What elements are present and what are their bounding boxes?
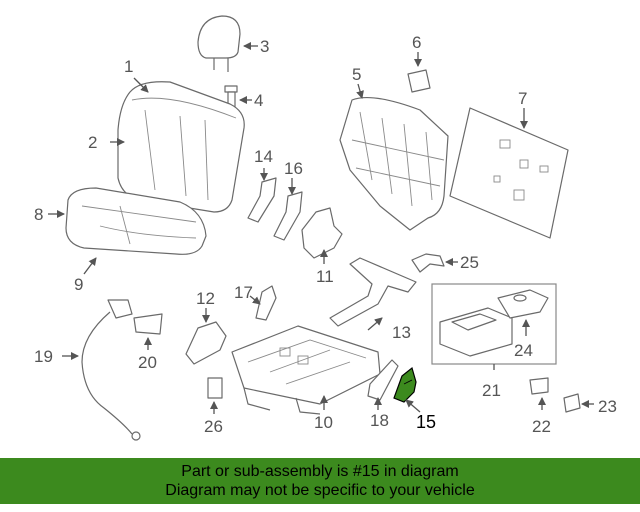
cover-12	[185, 308, 227, 365]
hook-25	[411, 253, 458, 273]
seatback	[110, 77, 245, 213]
callout-25: 25	[460, 253, 479, 272]
callout-26: 26	[204, 417, 223, 436]
callout-16: 16	[284, 159, 303, 178]
callout-9: 9	[74, 275, 83, 294]
callout-23: 23	[598, 397, 617, 416]
callout-6: 6	[412, 33, 421, 52]
callout-1: 1	[124, 57, 133, 76]
bracket-16	[273, 178, 303, 241]
callout-12: 12	[196, 289, 215, 308]
callout-19: 19	[34, 347, 53, 366]
callout-10: 10	[314, 413, 333, 432]
seat-frame	[231, 325, 381, 415]
rail-bar	[329, 257, 417, 331]
headrest	[197, 15, 258, 72]
callout-20: 20	[138, 353, 157, 372]
callout-14: 14	[254, 147, 273, 166]
info-banner: Part or sub-assembly is #15 in diagram D…	[0, 458, 640, 504]
callout-2: 2	[88, 133, 97, 152]
latch-cover	[407, 52, 431, 93]
callout-18: 18	[370, 411, 389, 430]
callout-13: 13	[392, 323, 411, 342]
clip-26	[207, 377, 223, 414]
hinge-11	[301, 207, 343, 264]
seat-cushion	[48, 187, 207, 275]
callout-24: 24	[514, 341, 533, 360]
bracket-18	[367, 359, 399, 410]
parts-diagram: 1 2 3 4 5 6 7 8 9 10 11 12 13 14 15 16 1…	[34, 15, 617, 441]
callout-22: 22	[532, 417, 551, 436]
callout-11: 11	[316, 267, 334, 286]
clip-22	[529, 377, 549, 410]
seatback-frame	[339, 83, 449, 231]
armrest-group	[431, 283, 557, 370]
back-panel	[449, 107, 569, 239]
release-cable	[62, 299, 141, 441]
callout-21: 21	[482, 381, 501, 400]
callout-labels: 1 2 3 4 5 6 7 8 9 10 11 12 13 14 15 16 1…	[34, 33, 617, 436]
callout-8: 8	[34, 205, 43, 224]
callout-5: 5	[352, 65, 361, 84]
callout-7: 7	[518, 89, 527, 108]
bracket-17	[249, 285, 277, 321]
callout-15: 15	[416, 412, 436, 432]
bracket-14	[247, 168, 277, 223]
banner-line-1: Part or sub-assembly is #15 in diagram	[181, 463, 459, 480]
cover-20	[133, 313, 163, 350]
banner-line-2: Diagram may not be specific to your vehi…	[165, 482, 475, 499]
callout-3: 3	[260, 37, 269, 56]
clip-23	[563, 393, 594, 413]
callout-4: 4	[254, 91, 263, 110]
callout-17: 17	[234, 283, 253, 302]
highlighted-part-15	[393, 366, 421, 413]
